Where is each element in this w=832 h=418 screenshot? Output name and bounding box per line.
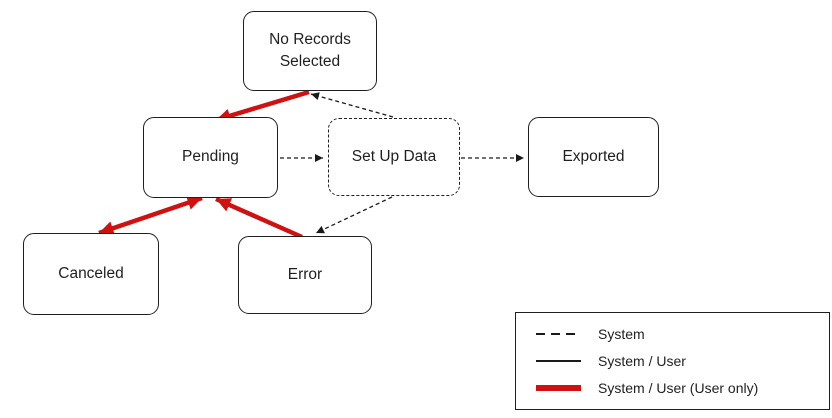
legend: System System / User System / User (User… [515,312,830,410]
legend-item-system: System [536,322,829,346]
state-exported: Exported [528,117,659,197]
state-pending-label: Pending [182,148,239,166]
state-canceled-label: Canceled [58,264,124,282]
state-no-records-selected-label: No Records Selected [269,30,351,70]
edge-set-up-data-to-error [315,196,393,234]
edge-error-to-pending [215,196,303,240]
legend-item-system-label: System [598,326,645,342]
edge-set-up-data-to-no-records-selected [310,92,394,118]
state-exported-label: Exported [562,147,625,165]
state-pending: Pending [143,117,278,198]
legend-item-user-only: System / User (User only) [536,376,829,400]
edge-pending-canceled-two-way [98,195,203,236]
state-no-records-selected: No Records Selected [243,11,377,91]
thick-red-line-swatch [536,385,581,391]
state-error-label: Error [287,265,323,283]
state-error: Error [238,236,372,314]
edge-no-records-selected-to-pending [215,89,310,123]
legend-item-system-user: System / User [536,349,829,373]
state-set-up-data-label: Set Up Data [351,147,437,165]
solid-line-swatch [536,360,581,362]
state-set-up-data: Set Up Data [328,118,460,196]
legend-item-user-only-label: System / User (User only) [598,380,759,396]
legend-item-system-user-label: System / User [598,353,686,369]
dashed-line-swatch [536,333,581,335]
state-canceled: Canceled [23,233,159,315]
